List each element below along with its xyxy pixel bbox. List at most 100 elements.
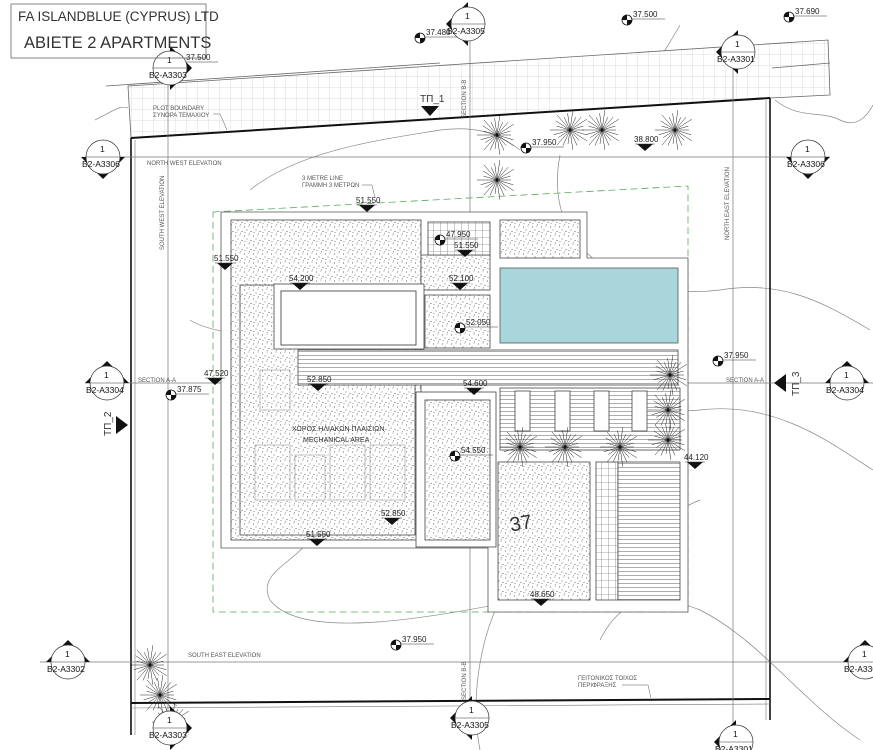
level-value: 52.100 — [449, 274, 474, 283]
elevation-marker-ref: B2-A3302 — [47, 664, 85, 674]
tree-icon — [648, 420, 685, 460]
spot-level-marker: 37.875 — [165, 385, 209, 401]
elevation-marker-number: 1 — [469, 705, 474, 715]
section-aa-label-left: SECTION A-A — [138, 378, 176, 384]
elevation-marker[interactable]: 1B2-A3304 — [85, 361, 129, 401]
elevation-marker-ref: B2-A3305 — [447, 26, 485, 36]
spot-level-value: 37.500 — [633, 10, 658, 19]
three-metre-setback-line — [212, 185, 689, 613]
north-west-elevation-label: NORTH WEST ELEVATION — [147, 161, 222, 167]
elevation-marker[interactable]: 1B2-A3303 — [149, 706, 192, 750]
elevation-marker-ref: B2-A3303 — [149, 70, 187, 80]
level-value: 54.600 — [463, 379, 488, 388]
spot-level-value: 37.500 — [186, 53, 211, 62]
elevation-marker-number: 1 — [735, 39, 740, 49]
swimming-pool — [499, 267, 679, 344]
elevation-marker[interactable]: 1B2-A3306 — [81, 139, 125, 179]
three-metre-line-label: 3 METRE LINE — [302, 176, 343, 182]
tp1-marker: ΤΠ_1 — [420, 94, 445, 116]
spot-level-value: 47.950 — [446, 230, 471, 239]
tree-icon — [477, 115, 514, 155]
elevation-marker-number: 1 — [104, 370, 109, 380]
spot-level-value: 37.950 — [724, 351, 749, 360]
elevation-marker-number: 1 — [65, 649, 70, 659]
elevation-marker[interactable]: 1B2-A3304 — [825, 361, 869, 401]
plot-boundary-label: PLOT BOUNDARY — [153, 106, 204, 112]
tp3-label: ΤΠ_3 — [791, 371, 802, 396]
level-marker: 54.600 — [463, 379, 488, 395]
tp2-marker: ΤΠ_2 — [103, 411, 128, 436]
elevation-markers: 1B2-A33051B2-A33011B2-A33031B2-A33061B2-… — [46, 2, 873, 750]
plot-boundary — [130, 97, 771, 735]
south-west-elevation-label: SOUTH WEST ELEVATION — [160, 176, 166, 250]
reference-lines — [40, 40, 873, 735]
spot-level-marker: 37.950 — [712, 351, 756, 367]
level-value: 51.550 — [356, 196, 381, 205]
north-east-elevation-label: NORTH EAST ELEVATION — [725, 167, 731, 240]
tp2-label: ΤΠ_2 — [103, 411, 114, 436]
elevation-marker-number: 1 — [167, 55, 172, 65]
tree-icon — [477, 160, 514, 200]
spot-level-marker: 37.480 — [414, 28, 458, 44]
level-markers: 51.550 51.550 54.200 52.100 51.550 52.850 54.6… — [204, 135, 709, 606]
elevation-marker[interactable]: 1B2-A3303 — [149, 46, 192, 90]
elevation-marker[interactable]: 1B2-A3301 — [716, 30, 756, 74]
neighbour-wall-label: ΓΕΙΤΟΝΙΚΟΣ ΤΟΙΧΟΣ — [578, 676, 638, 682]
mechanical-area-label: MECHANICAL AREA — [303, 437, 370, 444]
elevation-marker-ref: B2-A3305 — [451, 720, 489, 730]
tree-icon — [545, 427, 582, 467]
level-value: 47.520 — [204, 369, 229, 378]
spot-levels: 37.500 37.480 37.500 37.690 37.950 47.950 52.0… — [165, 7, 827, 651]
spot-level-marker: 54.550 — [449, 446, 493, 462]
spot-level-marker: 47.950 — [434, 230, 478, 246]
spot-level-marker: 37.500 — [621, 10, 665, 26]
elevation-marker[interactable]: 1B2-A3305 — [450, 696, 490, 740]
level-value: 51.550 — [214, 254, 239, 263]
level-marker: 54.200 — [289, 274, 314, 290]
elevation-marker[interactable]: 1B2-A3306 — [786, 139, 830, 179]
tree-icon — [500, 427, 537, 467]
spot-level-value: 37.950 — [402, 635, 427, 644]
elevation-marker-ref: B2-A3304 — [826, 385, 864, 395]
elevation-marker-ref: B2-A3301 — [717, 54, 755, 64]
title-block — [10, 3, 207, 59]
elevation-marker[interactable]: 1B2-A3302 — [46, 640, 90, 680]
elevation-marker[interactable]: 1B2-A3301 — [714, 720, 754, 750]
level-marker: 44.120 — [684, 453, 709, 469]
elevation-marker-ref: B2-A3301 — [715, 744, 753, 750]
level-marker: 47.520 — [204, 369, 229, 385]
company-name: FA ISLANDBLUE (CYPRUS) LTD — [18, 9, 219, 24]
project-name: ABIETE 2 APARTMENTS — [24, 34, 211, 52]
contour-value-label: 37 — [508, 511, 534, 537]
spot-level-value: 52.050 — [466, 318, 491, 327]
level-value: 51.550 — [306, 530, 331, 539]
level-value: 52.850 — [381, 509, 406, 518]
south-east-elevation-label: SOUTH EAST ELEVATION — [188, 653, 261, 659]
tree-icon — [582, 110, 619, 150]
elevation-marker-number: 1 — [844, 370, 849, 380]
level-marker: 51.550 — [306, 530, 331, 546]
spot-level-marker: 37.950 — [390, 635, 434, 651]
elevation-marker-ref: B2-A3304 — [86, 385, 124, 395]
spot-level-value: 37.690 — [795, 7, 820, 16]
tree-icon — [655, 110, 692, 150]
level-value: 54.200 — [289, 274, 314, 283]
elevation-marker-ref: B2-A3306 — [82, 159, 120, 169]
elevation-marker[interactable]: 1B2-A3302 — [843, 640, 873, 680]
level-value: 38.800 — [634, 135, 659, 144]
level-marker: 52.850 — [307, 375, 332, 391]
level-marker: 52.100 — [449, 274, 474, 290]
level-value: 48.650 — [530, 590, 555, 599]
level-marker: 51.550 — [356, 196, 381, 212]
elevation-marker[interactable]: 1B2-A3305 — [446, 2, 486, 46]
spot-level-marker: 37.950 — [520, 138, 564, 154]
spot-level-value: 37.950 — [532, 138, 557, 147]
level-value: 51.550 — [454, 241, 479, 250]
elevation-marker-ref: B2-A3303 — [149, 730, 187, 740]
tree-icon — [130, 645, 167, 685]
elevation-marker-ref: B2-A3306 — [787, 159, 825, 169]
neighbour-wall-label-2: ΠΕΡΙΦΡΑΞΗΣ — [578, 683, 617, 689]
elevation-marker-number: 1 — [862, 649, 867, 659]
